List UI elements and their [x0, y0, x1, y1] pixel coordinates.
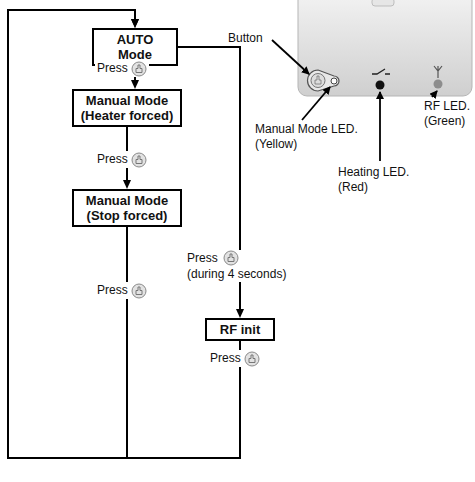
arrow-head	[236, 309, 244, 318]
button-icon	[223, 250, 239, 266]
mode-name: AUTO Mode	[98, 32, 172, 62]
icon-holder	[223, 250, 299, 266]
press-label: Press	[208, 350, 262, 367]
button-hand	[315, 76, 321, 84]
callout-label: Heating LED. (Red)	[338, 165, 418, 195]
heating-symbol	[372, 69, 390, 74]
button-icon	[244, 351, 260, 367]
press-label: Press (during 4 seconds)	[185, 250, 301, 282]
mode-box: RF init	[205, 318, 275, 341]
press-text: Press	[97, 61, 128, 75]
button-icon	[131, 283, 147, 299]
mode-name: RF init	[211, 322, 269, 337]
manual-mode-led	[331, 78, 337, 84]
mode-name: Manual Mode (Heater forced)	[78, 93, 176, 123]
leader-line	[432, 91, 437, 97]
arrow-head	[123, 180, 131, 189]
press-text: Press	[97, 152, 128, 166]
mode-name: Manual Mode (Stop forced)	[78, 193, 176, 223]
rf-led	[434, 80, 443, 89]
button-symbol	[311, 74, 325, 88]
antenna-symbol	[434, 66, 442, 78]
press-label: Press	[95, 60, 149, 77]
press-text: Press	[210, 351, 241, 365]
leader-line	[302, 87, 330, 120]
press-label: Press	[95, 282, 149, 299]
flow-connector	[8, 10, 135, 458]
callout-label: Button	[228, 31, 263, 46]
device-housing	[298, 0, 472, 96]
arrow-head	[131, 19, 139, 28]
housing-notch	[372, 0, 394, 6]
callout-label: Manual Mode LED. (Yellow)	[255, 122, 363, 152]
heating-led	[376, 81, 385, 90]
arrow-head	[131, 19, 139, 28]
callout-label: RF LED. (Green)	[424, 99, 474, 129]
leader-line	[379, 92, 381, 161]
flow-connector	[8, 10, 240, 458]
mode-box: Manual Mode (Heater forced)	[72, 89, 182, 127]
press-label: Press	[95, 151, 149, 168]
leader-line	[272, 40, 309, 74]
button-icon	[131, 152, 147, 168]
button-icon	[131, 61, 147, 77]
arrow-head	[131, 80, 139, 89]
button-outline	[308, 70, 340, 91]
press-text: Press	[97, 283, 128, 297]
mode-box: Manual Mode (Stop forced)	[72, 189, 182, 227]
